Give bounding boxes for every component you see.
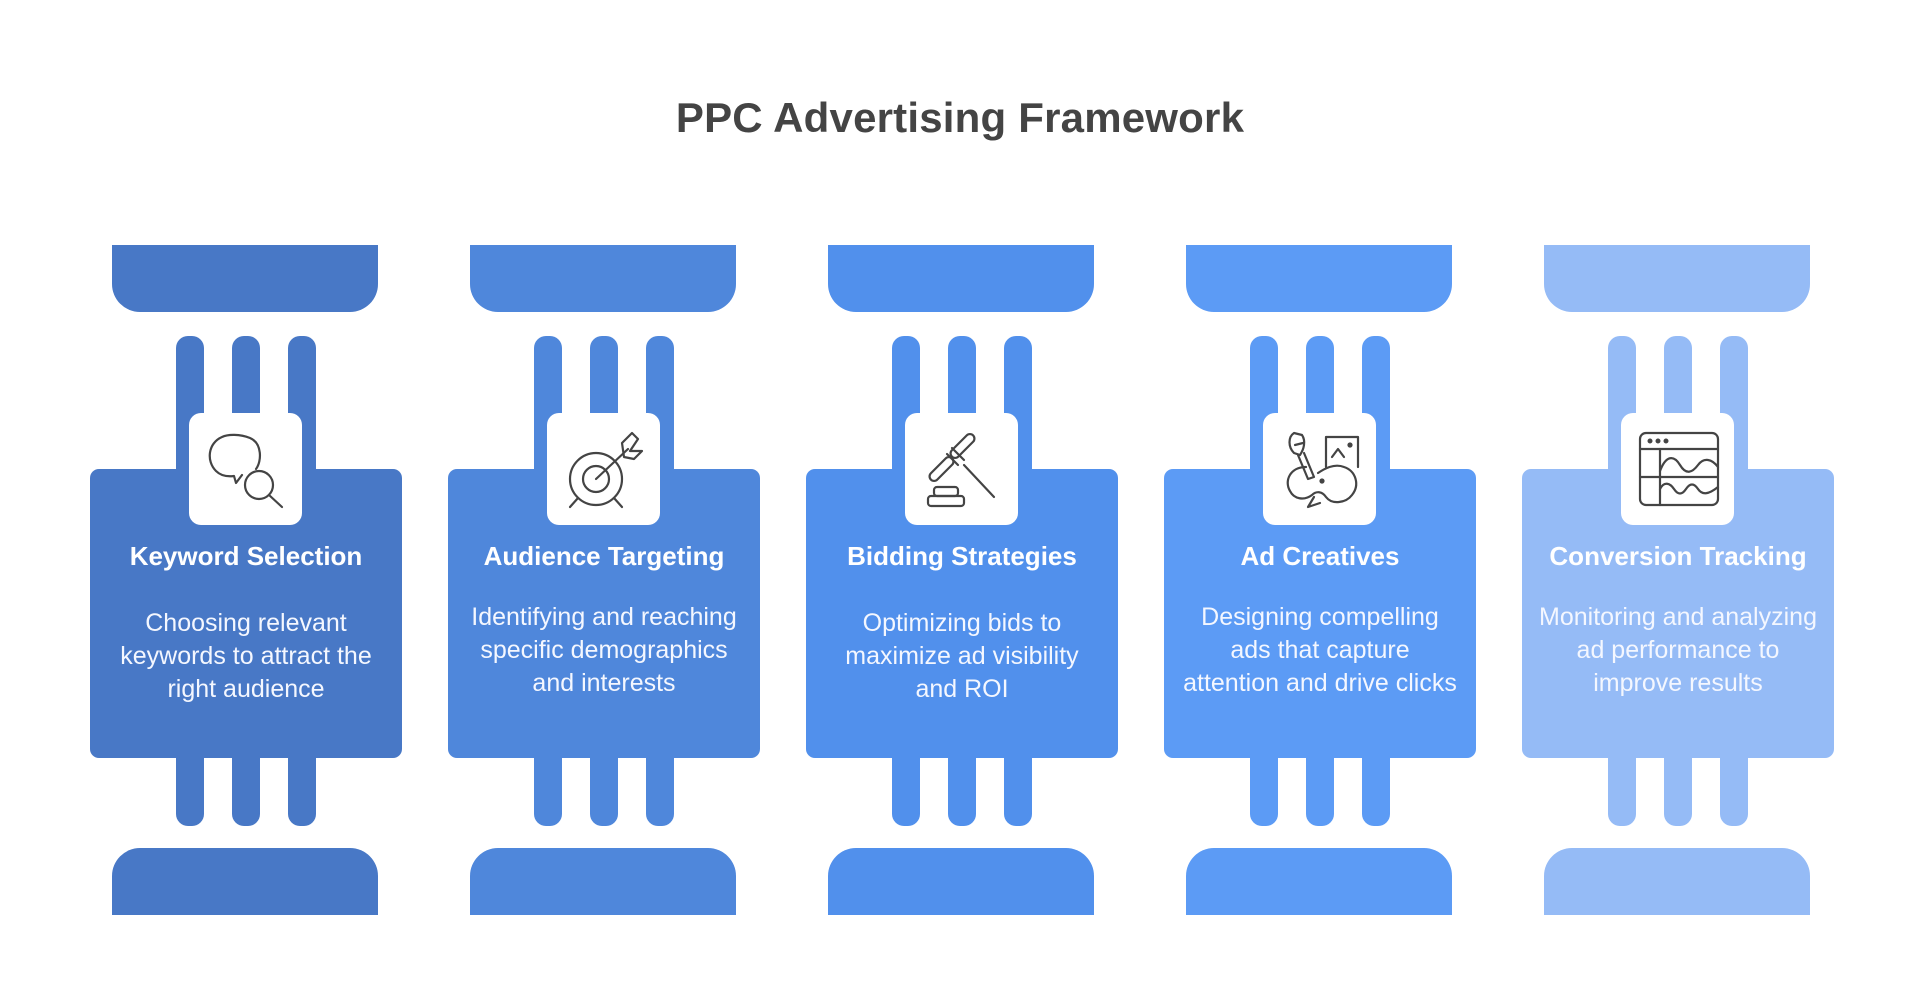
pillar-bottom-cap	[1186, 848, 1452, 915]
pillar-column-bar	[1250, 740, 1278, 826]
pillar-description: Optimizing bids to maximize ad visibilit…	[845, 609, 1079, 703]
pillar-description: Monitoring and analyzing ad performance …	[1539, 603, 1817, 697]
pillar-column-bar	[232, 740, 260, 826]
icon-container	[547, 413, 660, 525]
pillar-title: Bidding Strategies	[847, 541, 1077, 571]
icon-container	[1621, 413, 1734, 525]
pillar-column-bar	[646, 740, 674, 826]
pillar-column-bar	[534, 740, 562, 826]
pillar-top-cap	[1186, 245, 1452, 312]
pillar-column-bar	[1004, 740, 1032, 826]
pillar-top-cap	[1544, 245, 1810, 312]
pillar-top-cap	[828, 245, 1094, 312]
pillar-description: Choosing relevant keywords to attract th…	[120, 609, 372, 703]
pillar-column-bar	[1306, 740, 1334, 826]
pillar-title: Audience Targeting	[483, 541, 725, 571]
icon-container	[189, 413, 302, 525]
gavel-icon	[926, 432, 995, 508]
pillar-description: Designing compelling ads that capture at…	[1183, 603, 1457, 697]
pillar-ad-creatives: Ad Creatives Designing compelling ads th…	[1164, 0, 1484, 981]
pillar-column-bar	[288, 740, 316, 826]
pillar-description: Identifying and reaching specific demogr…	[471, 603, 737, 697]
pillar-bottom-cap	[470, 848, 736, 915]
pillar-title: Keyword Selection	[129, 541, 363, 571]
pillar-column-bar	[1664, 740, 1692, 826]
pillar-column-bar	[948, 740, 976, 826]
analytics-dashboard-icon	[1638, 431, 1719, 507]
pillar-column-bar	[1608, 740, 1636, 826]
pillar-top-cap	[112, 245, 378, 312]
page-title: PPC Advertising Framework	[675, 94, 1245, 141]
pillar-column-bar	[590, 740, 618, 826]
pillar-bottom-cap	[112, 848, 378, 915]
pillar-bottom-cap	[828, 848, 1094, 915]
pillar-column-bar	[892, 740, 920, 826]
pillar-column-bar	[1720, 740, 1748, 826]
pillar-top-cap	[470, 245, 736, 312]
speech-bubble-magnifier-icon	[208, 433, 283, 509]
target-arrow-icon	[568, 431, 643, 509]
pillar-keyword-selection: Keyword Selection Choosing relevant keyw…	[90, 0, 410, 981]
pillar-column-bar	[176, 740, 204, 826]
icon-container	[1263, 413, 1376, 525]
pillar-column-bar	[1362, 740, 1390, 826]
pillar-conversion-tracking: Conversion Tracking Monitoring and analy…	[1522, 0, 1842, 981]
pillar-bottom-cap	[1544, 848, 1810, 915]
paintbrush-image-icon	[1286, 431, 1359, 509]
pillar-audience-targeting: Audience Targeting Identifying and reach…	[448, 0, 768, 981]
pillar-bidding-strategies: Bidding Strategies Optimizing bids to ma…	[806, 0, 1126, 981]
pillar-title: Ad Creatives	[1240, 541, 1400, 571]
pillar-title: Conversion Tracking	[1549, 541, 1807, 571]
icon-container	[905, 413, 1018, 525]
